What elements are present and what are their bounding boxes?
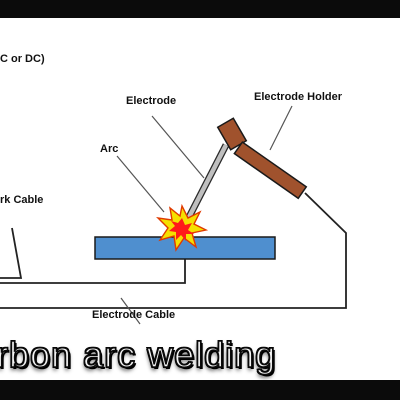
- electrode-label: Electrode: [126, 95, 176, 107]
- holder-pointer: [269, 105, 293, 151]
- diagram-slide: C or DC) Electrode Electrode Holder Arc …: [0, 18, 400, 380]
- cable-pointer: [120, 297, 141, 325]
- arc-pointer: [116, 155, 165, 213]
- video-caption: rbon arc welding: [0, 333, 277, 376]
- work-cable: [0, 227, 23, 279]
- letterbox-bottom: [0, 380, 400, 400]
- power-source-label: C or DC): [0, 53, 45, 65]
- workpiece-ground-lead: [0, 254, 186, 284]
- letterbox-top: [0, 0, 400, 18]
- electrode-cable: [0, 192, 347, 309]
- workpiece: [94, 236, 276, 260]
- electrode-holder: [216, 117, 308, 200]
- electrode-holder-label: Electrode Holder: [254, 91, 343, 103]
- electrode-pointer: [151, 115, 205, 179]
- electrode-rod-body: [183, 143, 229, 225]
- welding-diagram: C or DC) Electrode Electrode Holder Arc …: [0, 53, 347, 325]
- arc-label: Arc: [100, 143, 118, 155]
- electrode-cable-label: Electrode Cable: [92, 309, 175, 321]
- arc-spark: [156, 203, 209, 252]
- work-cable-label: rk Cable: [0, 194, 43, 206]
